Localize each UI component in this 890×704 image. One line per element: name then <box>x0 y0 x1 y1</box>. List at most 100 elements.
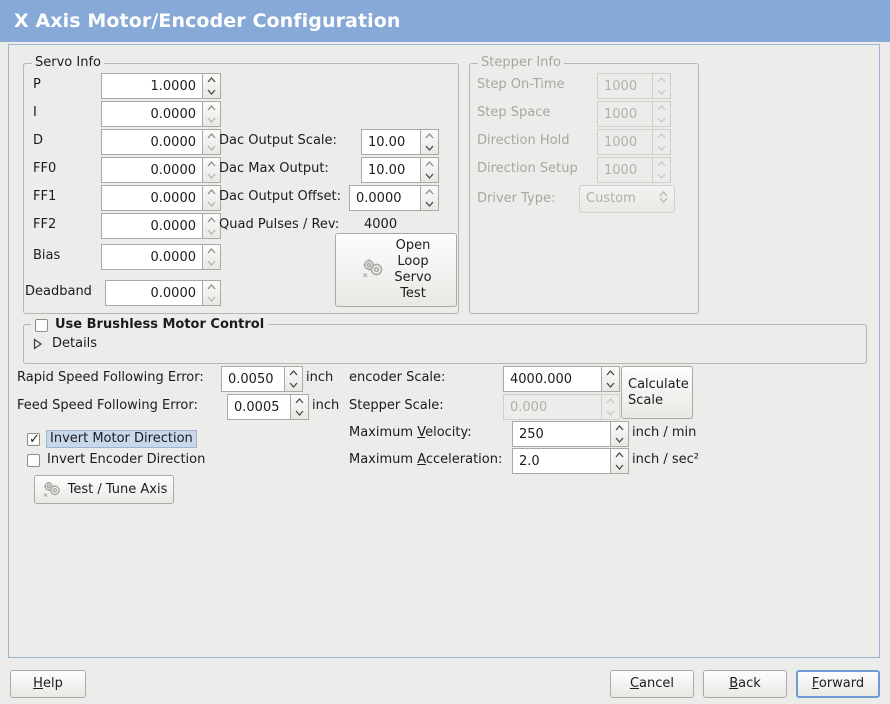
rapid-following-error-value[interactable]: 0.0050 <box>221 366 284 392</box>
maximum-acceleration-label-key: A <box>417 452 426 467</box>
feed-following-error-spin[interactable]: 0.0005 <box>227 394 309 420</box>
chevron-down-icon[interactable] <box>203 293 220 305</box>
chevron-up-icon <box>653 74 670 86</box>
chevron-down-icon[interactable] <box>421 142 438 154</box>
chevron-down-icon[interactable] <box>203 86 220 98</box>
dac-max-output-spin[interactable]: 10.00 <box>361 157 439 183</box>
rapid-following-error-buttons[interactable] <box>284 366 303 392</box>
chevron-down-icon[interactable] <box>291 407 308 419</box>
maximum-velocity-buttons[interactable] <box>610 421 629 447</box>
chevron-down-icon[interactable] <box>203 198 220 210</box>
servo-spin-ff1[interactable]: 0.0000 <box>101 185 221 211</box>
feed-following-error-value[interactable]: 0.0005 <box>227 394 290 420</box>
servo-spin-deadband-value[interactable]: 0.0000 <box>105 280 202 306</box>
servo-spin-deadband-buttons[interactable] <box>202 280 221 306</box>
dac-output-offset-buttons[interactable] <box>420 185 439 211</box>
encoder-scale-spin[interactable]: 4000.000 <box>503 366 620 392</box>
invert-motor-direction-checkbox[interactable]: ✓ Invert Motor Direction <box>27 430 197 448</box>
chevron-down-icon[interactable] <box>203 142 220 154</box>
maximum-acceleration-spin[interactable]: 2.0 <box>512 448 629 474</box>
chevron-down-icon[interactable] <box>203 114 220 126</box>
servo-spin-ff0[interactable]: 0.0000 <box>101 157 221 183</box>
dac-output-offset-value[interactable]: 0.0000 <box>349 185 420 211</box>
chevron-up-icon[interactable] <box>602 367 619 379</box>
servo-spin-ff1-value[interactable]: 0.0000 <box>101 185 202 211</box>
dac-output-scale-spin[interactable]: 10.00 <box>361 129 439 155</box>
rapid-following-error-spin[interactable]: 0.0050 <box>221 366 303 392</box>
chevron-down-icon[interactable] <box>611 434 628 446</box>
chevron-up-icon[interactable] <box>421 130 438 142</box>
invert-encoder-direction-checkbox-box[interactable] <box>27 453 40 467</box>
servo-spin-p-buttons[interactable] <box>202 73 221 99</box>
chevron-up-icon[interactable] <box>421 158 438 170</box>
servo-spin-ff2-buttons[interactable] <box>202 213 221 239</box>
stepper-spin-step-space-value: 1000 <box>597 101 652 127</box>
use-brushless-checkbox[interactable]: Use Brushless Motor Control <box>31 317 269 333</box>
chevron-up-icon[interactable] <box>611 449 628 461</box>
chevron-up-icon[interactable] <box>291 395 308 407</box>
servo-spin-p[interactable]: 1.0000 <box>101 73 221 99</box>
use-brushless-checkbox-box[interactable] <box>35 318 48 332</box>
servo-spin-ff2-value[interactable]: 0.0000 <box>101 213 202 239</box>
servo-spin-p-value[interactable]: 1.0000 <box>101 73 202 99</box>
chevron-up-icon[interactable] <box>203 158 220 170</box>
chevron-up-icon[interactable] <box>203 186 220 198</box>
cancel-button[interactable]: Cancel <box>610 670 694 698</box>
feed-following-error-buttons[interactable] <box>290 394 309 420</box>
servo-spin-d[interactable]: 0.0000 <box>101 129 221 155</box>
servo-spin-deadband[interactable]: 0.0000 <box>105 280 221 306</box>
chevron-up-icon[interactable] <box>203 102 220 114</box>
servo-spin-ff1-buttons[interactable] <box>202 185 221 211</box>
chevron-down-icon[interactable] <box>203 257 220 269</box>
maximum-acceleration-value[interactable]: 2.0 <box>512 448 610 474</box>
calculate-scale-button[interactable]: Calculate Scale <box>621 366 693 419</box>
chevron-up-icon[interactable] <box>203 281 220 293</box>
dac-output-scale-value[interactable]: 10.00 <box>361 129 420 155</box>
invert-motor-direction-checkbox-box[interactable]: ✓ <box>27 432 40 446</box>
gear-icon <box>360 256 386 284</box>
maximum-velocity-spin[interactable]: 250 <box>512 421 629 447</box>
encoder-scale-buttons[interactable] <box>601 366 620 392</box>
chevron-up-icon[interactable] <box>285 367 302 379</box>
dac-max-output-value[interactable]: 10.00 <box>361 157 420 183</box>
dac-output-scale-buttons[interactable] <box>420 129 439 155</box>
disclosure-triangle-icon[interactable] <box>33 337 43 350</box>
chevron-down-icon[interactable] <box>421 170 438 182</box>
forward-button[interactable]: Forward <box>796 670 880 698</box>
chevron-up-icon[interactable] <box>203 245 220 257</box>
chevron-down-icon[interactable] <box>611 461 628 473</box>
brushless-details-disclosure[interactable]: Details <box>33 336 97 351</box>
test-tune-axis-button[interactable]: Test / Tune Axis <box>34 475 174 504</box>
chevron-down-icon[interactable] <box>602 379 619 391</box>
servo-spin-ff0-buttons[interactable] <box>202 157 221 183</box>
servo-spin-d-buttons[interactable] <box>202 129 221 155</box>
servo-spin-bias[interactable]: 0.0000 <box>101 244 221 270</box>
dac-output-offset-spin[interactable]: 0.0000 <box>349 185 439 211</box>
back-button[interactable]: Back <box>703 670 787 698</box>
chevron-down-icon[interactable] <box>421 198 438 210</box>
dac-max-output-buttons[interactable] <box>420 157 439 183</box>
help-button[interactable]: Help <box>10 670 86 698</box>
servo-spin-ff2[interactable]: 0.0000 <box>101 213 221 239</box>
open-loop-servo-test-button[interactable]: Open Loop Servo Test <box>335 233 457 307</box>
chevron-up-icon[interactable] <box>421 186 438 198</box>
chevron-down-icon[interactable] <box>203 226 220 238</box>
invert-encoder-direction-checkbox[interactable]: Invert Encoder Direction <box>27 452 205 468</box>
servo-spin-i-buttons[interactable] <box>202 101 221 127</box>
chevron-down-icon[interactable] <box>285 379 302 391</box>
chevron-up-icon[interactable] <box>203 130 220 142</box>
maximum-acceleration-buttons[interactable] <box>610 448 629 474</box>
servo-spin-ff0-value[interactable]: 0.0000 <box>101 157 202 183</box>
chevron-up-icon[interactable] <box>611 422 628 434</box>
servo-spin-d-value[interactable]: 0.0000 <box>101 129 202 155</box>
stepper-scale-spin: 0.000 <box>503 394 620 420</box>
encoder-scale-value[interactable]: 4000.000 <box>503 366 601 392</box>
chevron-down-icon[interactable] <box>203 170 220 182</box>
chevron-up-icon[interactable] <box>203 214 220 226</box>
servo-spin-i[interactable]: 0.0000 <box>101 101 221 127</box>
maximum-velocity-value[interactable]: 250 <box>512 421 610 447</box>
servo-spin-bias-value[interactable]: 0.0000 <box>101 244 202 270</box>
chevron-up-icon[interactable] <box>203 74 220 86</box>
servo-spin-bias-buttons[interactable] <box>202 244 221 270</box>
servo-spin-i-value[interactable]: 0.0000 <box>101 101 202 127</box>
